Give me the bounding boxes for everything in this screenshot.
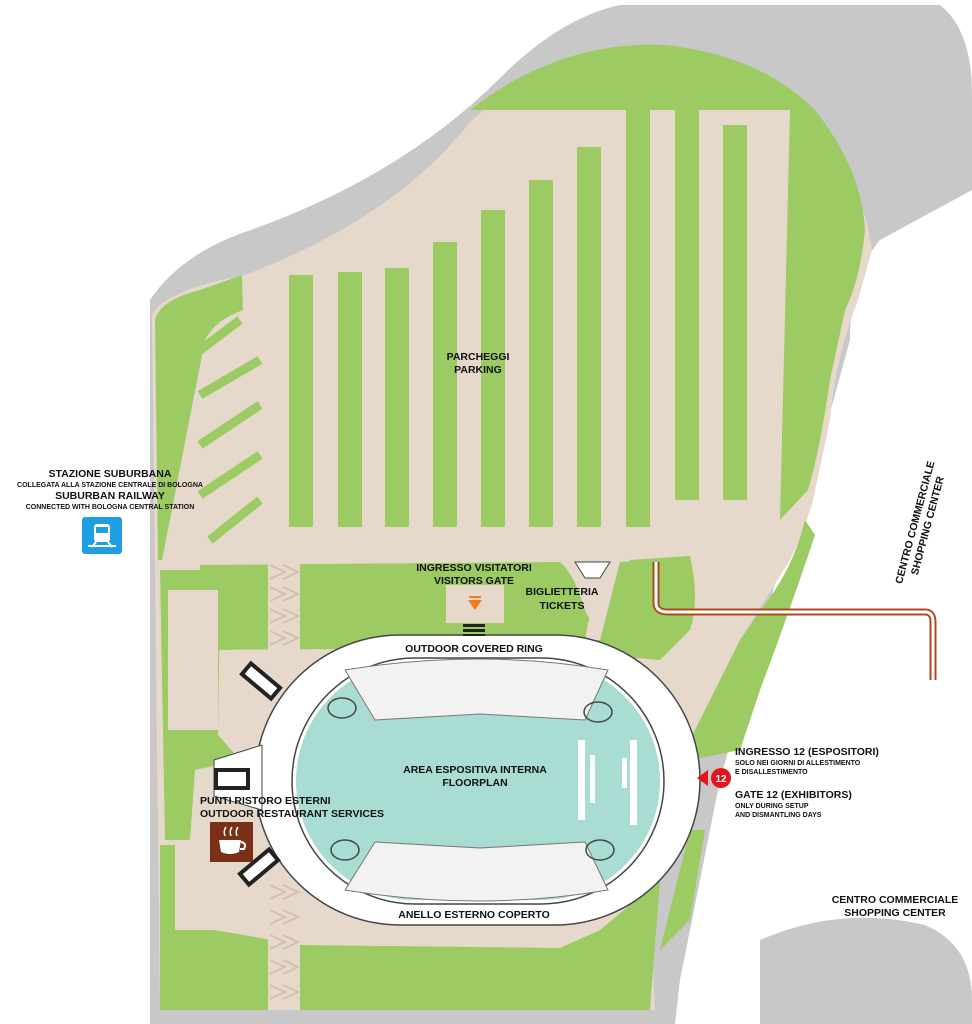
- parking-label-it: PARCHEGGI: [447, 351, 510, 363]
- grass-left-strip: [155, 275, 243, 560]
- floorplan-label-it: AREA ESPOSITIVA INTERNA: [403, 764, 547, 776]
- stage-bar: [630, 740, 637, 825]
- gate12-marker: 12: [697, 768, 731, 788]
- restaurant-label-en: OUTDOOR RESTAURANT SERVICES: [200, 808, 384, 820]
- parking-diagonal: [207, 496, 263, 544]
- arena: [213, 624, 701, 926]
- parking-rows: [289, 100, 747, 527]
- west-entrance-top-inner: [244, 666, 278, 696]
- down-arrow-icon: [468, 600, 482, 610]
- coffee-cup-icon-steam: [223, 826, 239, 837]
- parking-row: [385, 268, 409, 527]
- stair-bottom-left: [330, 839, 360, 861]
- shopping-center-side-label: CENTRO COMMERCIALE SHOPPING CENTER: [893, 460, 947, 585]
- floorplan-label-en: FLOORPLAN: [442, 777, 507, 789]
- tickets-label-en: TICKETS: [540, 600, 585, 612]
- west-entrance-bottom-inner: [242, 852, 276, 882]
- grass-lower-right: [660, 830, 705, 950]
- stage-bars: [578, 740, 637, 825]
- left-arrow-icon: [697, 770, 708, 786]
- down-arrow-icon-bar: [469, 596, 481, 598]
- parking-row: [626, 105, 650, 527]
- gate12-label-en-sub2: AND DISMANTLING DAYS: [735, 812, 822, 819]
- west-entrance-steps-inner: [218, 772, 246, 786]
- foot-paths: [168, 560, 620, 930]
- tickets-path: [585, 560, 620, 640]
- stage-bar: [578, 740, 585, 820]
- access-route-inner: [654, 562, 935, 680]
- arena-floor: [296, 662, 660, 900]
- entrance-stripe: [463, 624, 485, 627]
- train-icon: [82, 517, 122, 554]
- stairs: [327, 697, 615, 861]
- parking-label-en: PARKING: [454, 364, 502, 376]
- tickets-label-it: BIGLIETTERIA: [526, 586, 599, 598]
- grass-far-right: [690, 520, 815, 760]
- parking-diagonal: [197, 316, 243, 354]
- train-icon-window: [96, 527, 108, 533]
- stair-top-right: [583, 701, 613, 723]
- grass-right-center: [600, 556, 695, 660]
- stage-bar: [622, 758, 627, 788]
- stage-bar: [590, 755, 595, 803]
- shopping-center-label-en: SHOPPING CENTER: [844, 907, 946, 919]
- stair-bottom-right: [585, 839, 615, 861]
- top-stand: [344, 658, 609, 721]
- west-entrances: [213, 660, 283, 888]
- parking-diagonal: [197, 356, 263, 399]
- entrance-stripes: [463, 624, 485, 636]
- walkway-upper: [268, 558, 301, 660]
- stair-top-left: [327, 697, 357, 719]
- parking-row: [723, 125, 747, 500]
- gate12-badge: [711, 768, 731, 788]
- gate12-label-en-sub1: ONLY DURING SETUP: [735, 803, 809, 810]
- gate12-label-it-sub2: E DISALLESTIMENTO: [735, 769, 808, 776]
- gate12-number: 12: [715, 774, 727, 785]
- parking-row: [289, 275, 313, 527]
- train-icon-rail: [88, 545, 116, 547]
- coffee-cup-icon: [210, 822, 253, 862]
- station-label-it-sub: COLLEGATA ALLA STAZIONE CENTRALE DI BOLO…: [17, 482, 203, 489]
- coffee-cup-icon-handle: [240, 841, 246, 850]
- restaurant-label-it: PUNTI RISTORO ESTERNI: [200, 795, 331, 807]
- parking-row: [529, 180, 553, 527]
- right-road-lower: [760, 917, 972, 1024]
- left-building-1: [168, 590, 218, 730]
- visitors-gate-label-it: INGRESSO VISITATORI: [416, 562, 532, 574]
- gate12-label-it: INGRESSO 12 (ESPOSITORI): [735, 746, 879, 758]
- grass-top-right: [470, 44, 865, 521]
- gate12-label-it-sub1: SOLO NEI GIORNI DI ALLESTIMENTO: [735, 760, 861, 767]
- parking-diagonal: [197, 451, 263, 499]
- walkway-lower: [268, 860, 301, 1010]
- train-icon-wheels: [91, 541, 113, 548]
- station-label-it: STAZIONE SUBURBANA: [49, 468, 172, 480]
- entrance-stripe: [463, 634, 485, 636]
- arena-inner-ring: [291, 657, 665, 905]
- grass-middle: [200, 560, 660, 650]
- ticket-booth-icon: [574, 561, 611, 579]
- walkway-lower-pattern: [269, 884, 301, 1000]
- parking-row: [481, 210, 505, 527]
- parking-row: [577, 147, 601, 527]
- parking-row: [675, 100, 699, 500]
- walkway-upper-pattern: [269, 564, 301, 646]
- station-label-en-sub: CONNECTED WITH BOLOGNA CENTRAL STATION: [26, 504, 195, 511]
- parking-row: [433, 242, 457, 527]
- coffee-cup-icon-cup: [219, 840, 241, 854]
- parking-diagonal: [197, 401, 263, 449]
- entrance-stripe: [463, 629, 485, 632]
- parking-row: [338, 272, 362, 527]
- ring-label-it: ANELLO ESTERNO COPERTO: [398, 909, 550, 921]
- station-label-en: SUBURBAN RAILWAY: [55, 490, 165, 502]
- visitors-gate-label-en: VISITORS GATE: [434, 575, 514, 587]
- shopping-center-label-it: CENTRO COMMERCIALE: [832, 894, 959, 906]
- ring-label-en: OUTDOOR COVERED RING: [405, 643, 543, 655]
- gate12-label-en: GATE 12 (EXHIBITORS): [735, 789, 852, 801]
- parking-diagonals: [197, 316, 263, 544]
- bottom-stand: [344, 841, 609, 902]
